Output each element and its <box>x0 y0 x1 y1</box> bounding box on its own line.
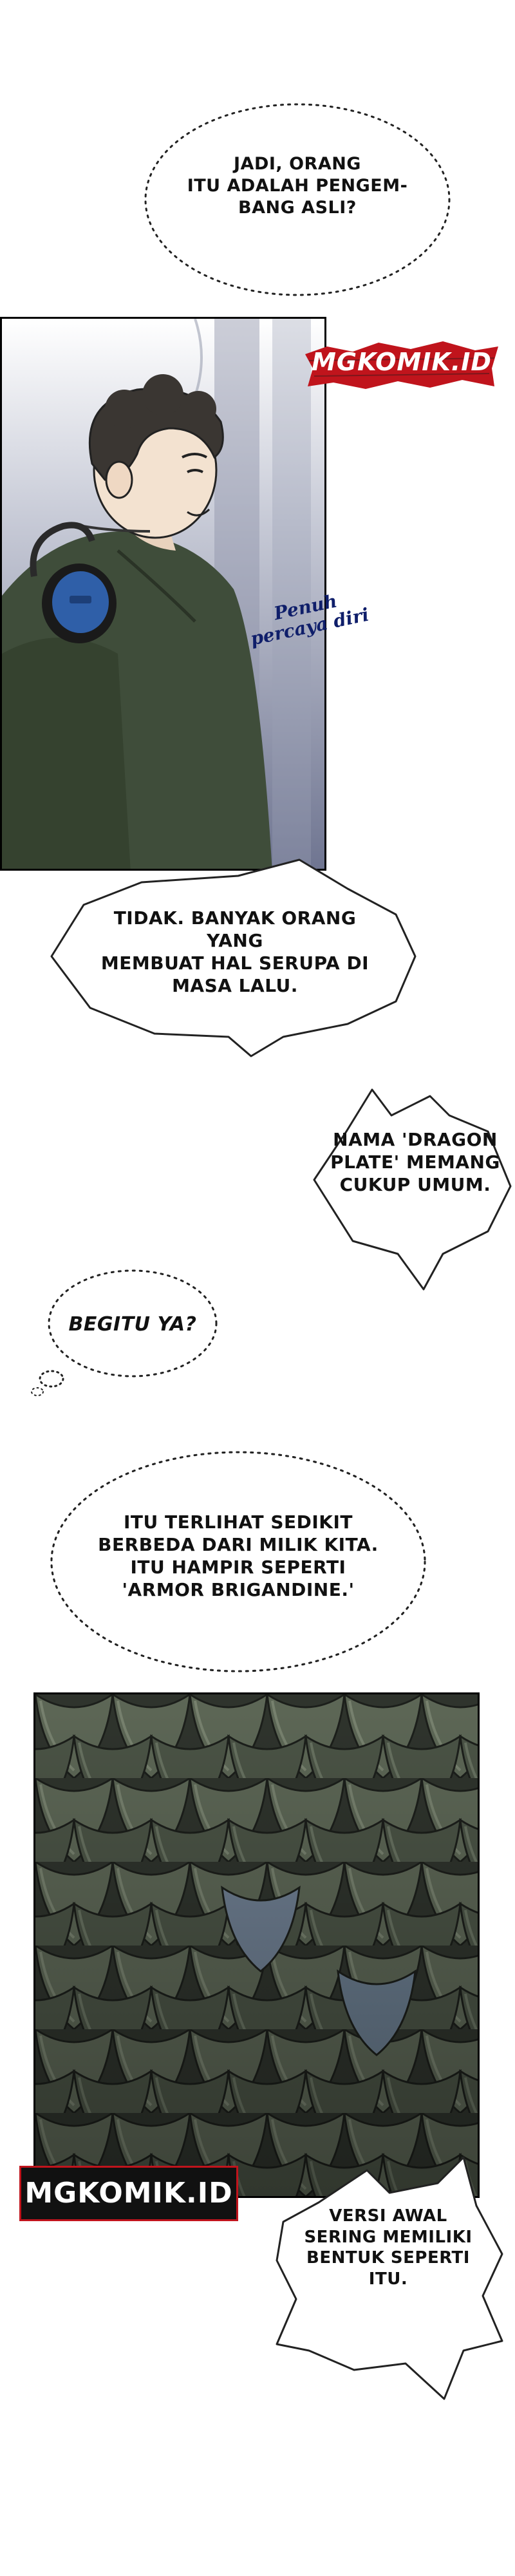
headset-icon <box>30 522 117 643</box>
watermark-2: MGKOMIK.ID <box>19 2166 238 2221</box>
speech-bubble-2 <box>50 858 417 1057</box>
speech-bubble-6-text: VERSI AWAL SERING MEMILIKI BENTUK SEPERT… <box>304 2206 473 2289</box>
speech-bubble-6 <box>276 2156 503 2400</box>
panel-scales <box>33 1692 480 2198</box>
speech-bubble-1-text: JADI, ORANG ITU ADALAH PENGEM- BANG ASLI… <box>187 154 408 218</box>
speech-bubble-4 <box>31 1269 218 1396</box>
scale-armor-illustration <box>35 1694 478 2196</box>
speech-bubble-5-overlay <box>50 1451 426 1672</box>
speech-bubble-3 <box>313 1088 512 1291</box>
character-illustration <box>2 319 324 869</box>
speech-bubble-3-text: NAMA 'DRAGON PLATE' MEMANG CUKUP UMUM. <box>330 1129 500 1195</box>
panel-character <box>0 317 326 871</box>
speech-bubble-5-text: ITU TERLIHAT SEDIKIT BERBEDA DARI MILIK … <box>98 1511 379 1600</box>
speech-bubble-4-text: BEGITU YA? <box>68 1313 197 1336</box>
speech-bubble-2-text: TIDAK. BANYAK ORANG YANG MEMBUAT HAL SER… <box>100 907 370 996</box>
watermark-1: MGKOMIK.ID <box>301 335 502 393</box>
speech-bubble-1 <box>144 103 451 296</box>
